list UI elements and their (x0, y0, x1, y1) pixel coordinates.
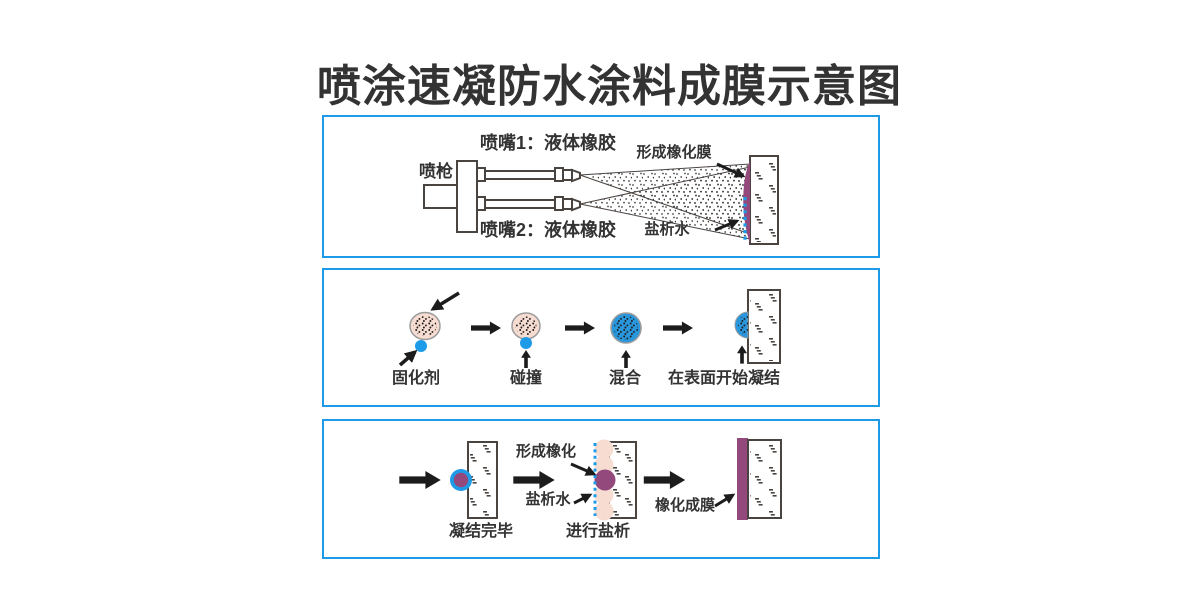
flow-arrow (643, 471, 686, 489)
label-forming: 形成橡化 (515, 443, 577, 460)
step-collision (511, 312, 541, 368)
stage-set-complete (450, 441, 498, 519)
panel-film-forming: 凝结完毕 形成橡化 盐析水 进行盐析 橡化成膜 (322, 419, 880, 559)
label-film: 形成橡化膜 (636, 144, 712, 161)
flow-arrow (565, 321, 595, 335)
salt-arrow (573, 493, 593, 505)
step-mixed (610, 312, 642, 368)
label-salting-out: 进行盐析 (565, 523, 631, 540)
stage-salting-out (570, 439, 637, 521)
stage-film-formed (714, 438, 782, 520)
film-strip (737, 438, 748, 520)
spray-gun (423, 160, 581, 233)
flow-arrow (471, 321, 501, 335)
panel-mixing-steps: 固化剂 碰撞 混合 在表面开始凝结 (322, 268, 880, 407)
label-curing-agent: 固化剂 (391, 370, 441, 387)
label-salt-water: 盐析水 (644, 221, 690, 238)
label-nozzle1: 喷嘴1：液体橡胶 (479, 133, 617, 153)
forming-arrow (570, 462, 597, 476)
panel-spraying: 喷嘴1：液体橡胶 喷枪 喷嘴2：液体橡胶 形成橡化膜 盐析水 (322, 115, 880, 258)
label-mixing: 混合 (608, 370, 642, 387)
salt-arrow (714, 219, 740, 232)
page-title: 喷涂速凝防水涂料成膜示意图 (317, 62, 902, 111)
label-spray-gun: 喷枪 (419, 162, 453, 181)
film-arrow (714, 493, 736, 508)
film-arrow (716, 162, 746, 178)
label-film-formed: 橡化成膜 (654, 497, 716, 514)
label-sets-on-surface: 在表面开始凝结 (667, 370, 781, 387)
label-salt-water: 盐析水 (525, 491, 571, 508)
curing-agent-dot (415, 340, 427, 352)
rubber-droplet (413, 316, 437, 336)
film-strip (743, 161, 750, 243)
label-nozzle2: 喷嘴2：液体橡胶 (479, 220, 617, 240)
step-curing-agent (398, 291, 460, 367)
step-sets-on-surface (734, 289, 781, 364)
mixing-diagram (398, 289, 781, 368)
label-set-complete: 凝结完毕 (448, 523, 514, 540)
film-diagram (399, 438, 782, 521)
flow-arrow (399, 471, 441, 489)
flow-arrow (663, 321, 693, 335)
flow-arrow (513, 471, 555, 489)
rubberizing-drop (594, 469, 616, 491)
spray-cone (579, 163, 751, 240)
spray-diagram (423, 155, 779, 245)
label-collision: 碰撞 (509, 370, 543, 387)
substrate-wall (749, 155, 779, 245)
